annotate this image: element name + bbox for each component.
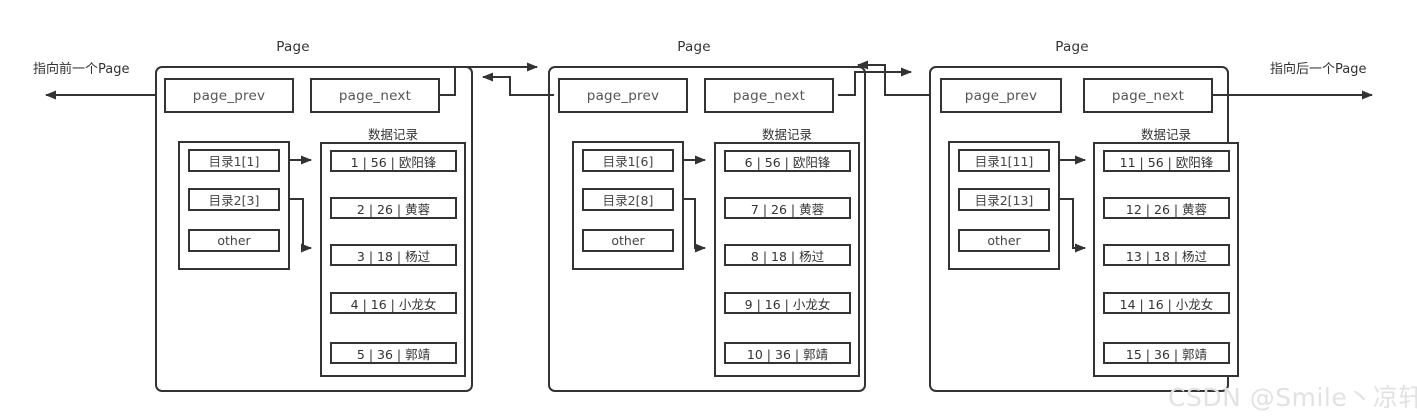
page-prev-box[interactable]: page_prev [558, 78, 688, 113]
directory-item[interactable]: 目录2[13] [958, 188, 1050, 211]
page-prev-box[interactable]: page_prev [940, 78, 1062, 113]
records-title: 数据记录 [367, 127, 418, 142]
directory-item[interactable]: 目录2[3] [188, 188, 280, 211]
record-row[interactable]: 5 | 36 | 郭靖 [330, 342, 457, 364]
record-row[interactable]: 14 | 16 | 小龙女 [1103, 292, 1230, 314]
record-row[interactable]: 9 | 16 | 小龙女 [724, 292, 851, 314]
page-prev-box[interactable]: page_prev [164, 78, 294, 113]
directory-item[interactable]: 目录1[11] [958, 149, 1050, 172]
page-next-box[interactable]: page_next [310, 78, 440, 113]
record-row[interactable]: 4 | 16 | 小龙女 [330, 292, 457, 314]
edge-p2-prev [482, 72, 554, 96]
record-row[interactable]: 12 | 26 | 黄蓉 [1103, 197, 1230, 219]
record-row[interactable]: 8 | 18 | 杨过 [724, 244, 851, 266]
edge-p3-prev [857, 60, 929, 96]
page-next-box[interactable]: page_next [704, 78, 834, 113]
record-row[interactable]: 2 | 26 | 黄蓉 [330, 197, 457, 219]
page-container [155, 66, 473, 392]
left-edge-label: 指向前一个Page [33, 62, 130, 77]
page-next-box[interactable]: page_next [1083, 78, 1213, 113]
record-row[interactable]: 13 | 18 | 杨过 [1103, 244, 1230, 266]
page-title: Page [276, 39, 310, 55]
record-row[interactable]: 1 | 56 | 欧阳锋 [330, 150, 457, 172]
record-row[interactable]: 11 | 56 | 欧阳锋 [1103, 150, 1230, 172]
page-title: Page [1055, 39, 1089, 55]
record-row[interactable]: 15 | 36 | 郭靖 [1103, 342, 1230, 364]
record-row[interactable]: 7 | 26 | 黄蓉 [724, 197, 851, 219]
records-title: 数据记录 [1140, 127, 1191, 142]
directory-item[interactable]: other [958, 229, 1050, 252]
directory-item[interactable]: other [582, 229, 674, 252]
watermark: CSDN @Smile丶凉轩 [1168, 383, 1417, 412]
directory-item[interactable]: 目录1[6] [582, 149, 674, 172]
directory-item[interactable]: other [188, 229, 280, 252]
directory-item[interactable]: 目录1[1] [188, 149, 280, 172]
page-container [548, 66, 866, 392]
record-row[interactable]: 3 | 18 | 杨过 [330, 244, 457, 266]
directory-item[interactable]: 目录2[8] [582, 188, 674, 211]
record-row[interactable]: 10 | 36 | 郭靖 [724, 342, 851, 364]
records-title: 数据记录 [761, 127, 812, 142]
right-edge-label: 指向后一个Page [1270, 62, 1367, 77]
record-row[interactable]: 6 | 56 | 欧阳锋 [724, 150, 851, 172]
page-title: Page [677, 39, 711, 55]
